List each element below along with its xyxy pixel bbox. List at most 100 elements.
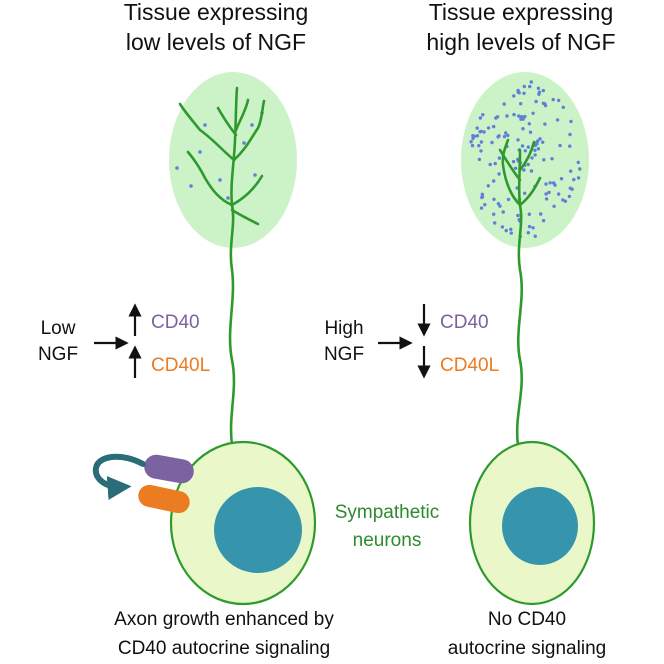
ngf-dot	[529, 169, 534, 173]
ngf-dot	[526, 162, 530, 167]
ngf-dot	[527, 212, 531, 216]
ngf-dot	[478, 116, 483, 120]
ngf-dot	[533, 153, 537, 157]
ngf-dot	[539, 212, 543, 216]
ngf-dot	[537, 92, 541, 97]
ngf-dot	[541, 140, 545, 144]
ngf-dot	[552, 181, 556, 185]
ngf-dot	[506, 133, 510, 138]
ngf-dot	[475, 126, 479, 130]
ngf-dot	[572, 177, 576, 182]
ngf-dot	[511, 159, 516, 164]
ngf-dot	[506, 197, 511, 202]
ngf-dot	[483, 203, 487, 207]
ngf-dot	[576, 176, 581, 180]
ngf-dot	[544, 192, 548, 196]
right-caption-line1: No CD40	[488, 609, 566, 630]
ngf-dot	[559, 177, 564, 181]
ngf-dot	[544, 197, 549, 201]
ngf-dot	[475, 134, 480, 138]
ngf-dot	[569, 169, 573, 173]
ngf-dot	[543, 122, 547, 126]
ngf-dot	[530, 156, 534, 160]
left-caption-line2: CD40 autocrine signaling	[118, 638, 330, 659]
right-cd40l-label: CD40L	[440, 355, 499, 376]
ngf-dot	[522, 168, 526, 172]
ngf-dot	[533, 148, 537, 152]
ngf-dot	[479, 149, 483, 153]
ngf-dot	[576, 160, 580, 165]
ngf-dot	[512, 94, 516, 98]
ngf-dot	[541, 101, 546, 106]
ngf-dot	[523, 149, 527, 153]
ngf-dot	[504, 131, 508, 135]
left-title-line1: Tissue expressing	[124, 0, 309, 25]
ngf-dot	[513, 166, 518, 170]
ngf-dot	[505, 114, 509, 118]
ngf-dot	[527, 122, 531, 126]
ngf-dot	[541, 88, 545, 93]
ngf-dot	[520, 144, 525, 148]
ngf-dot	[477, 157, 482, 162]
ngf-dot	[516, 90, 520, 94]
ngf-dot	[568, 186, 572, 190]
right-nucleus	[502, 487, 578, 565]
ngf-dot	[531, 111, 535, 116]
ngf-dot	[533, 234, 537, 238]
ngf-dot	[568, 132, 572, 137]
sympathetic-neurons-line1: Sympathetic	[335, 502, 440, 523]
left-cd40l-label: CD40L	[151, 355, 210, 376]
ngf-dot	[482, 130, 486, 134]
ngf-dot	[492, 124, 496, 129]
ngf-dot	[558, 143, 562, 148]
ngf-dot	[544, 182, 548, 186]
ngf-dot	[496, 202, 501, 206]
ngf-dot	[519, 102, 523, 106]
ngf-dot	[529, 80, 533, 84]
ngf-dot	[512, 112, 516, 117]
ngf-dot	[522, 84, 526, 89]
ngf-dot	[541, 218, 546, 223]
ngf-dot	[534, 99, 538, 104]
ngf-dot	[492, 179, 496, 183]
ngf-dot	[568, 144, 572, 148]
ngf-dot	[536, 86, 541, 91]
ngf-dot	[488, 162, 492, 167]
ngf-dot	[517, 114, 521, 118]
ngf-dot	[480, 192, 484, 196]
ngf-dot	[479, 206, 484, 210]
ngf-dot	[550, 157, 554, 161]
right-caption-line2: autocrine signaling	[448, 638, 606, 659]
cd40-receptor-icon	[144, 454, 194, 484]
ngf-dot	[493, 161, 497, 166]
ngf-dot	[502, 102, 506, 106]
ngf-dot	[492, 212, 496, 216]
ngf-dot	[471, 134, 475, 138]
ngf-dot	[548, 181, 552, 185]
ngf-dot	[557, 98, 561, 103]
ngf-dot	[567, 194, 572, 199]
ngf-dot	[471, 136, 475, 141]
ngf-dot	[469, 140, 473, 144]
left-ngf-level-line2: NGF	[38, 344, 78, 365]
ngf-dot	[477, 144, 481, 148]
ngf-dot	[547, 190, 551, 195]
ngf-dot	[578, 167, 582, 171]
ngf-dot	[526, 231, 530, 235]
ngf-dot	[528, 130, 533, 134]
left-nucleus	[214, 487, 302, 573]
ngf-dot	[523, 191, 527, 195]
right-title-line2: high levels of NGF	[426, 29, 615, 55]
ngf-dot	[557, 192, 561, 196]
ngf-dot	[551, 97, 555, 102]
ngf-dot	[523, 114, 527, 119]
ngf-dot	[500, 225, 505, 229]
ngf-dot	[521, 127, 525, 131]
ngf-dot	[555, 118, 560, 122]
ngf-dot	[536, 147, 541, 151]
ngf-dot	[486, 126, 491, 130]
ngf-dot	[494, 116, 498, 120]
right-ngf-level-line1: High	[324, 318, 363, 339]
ngf-dot	[538, 137, 542, 141]
ngf-dot	[497, 156, 502, 160]
